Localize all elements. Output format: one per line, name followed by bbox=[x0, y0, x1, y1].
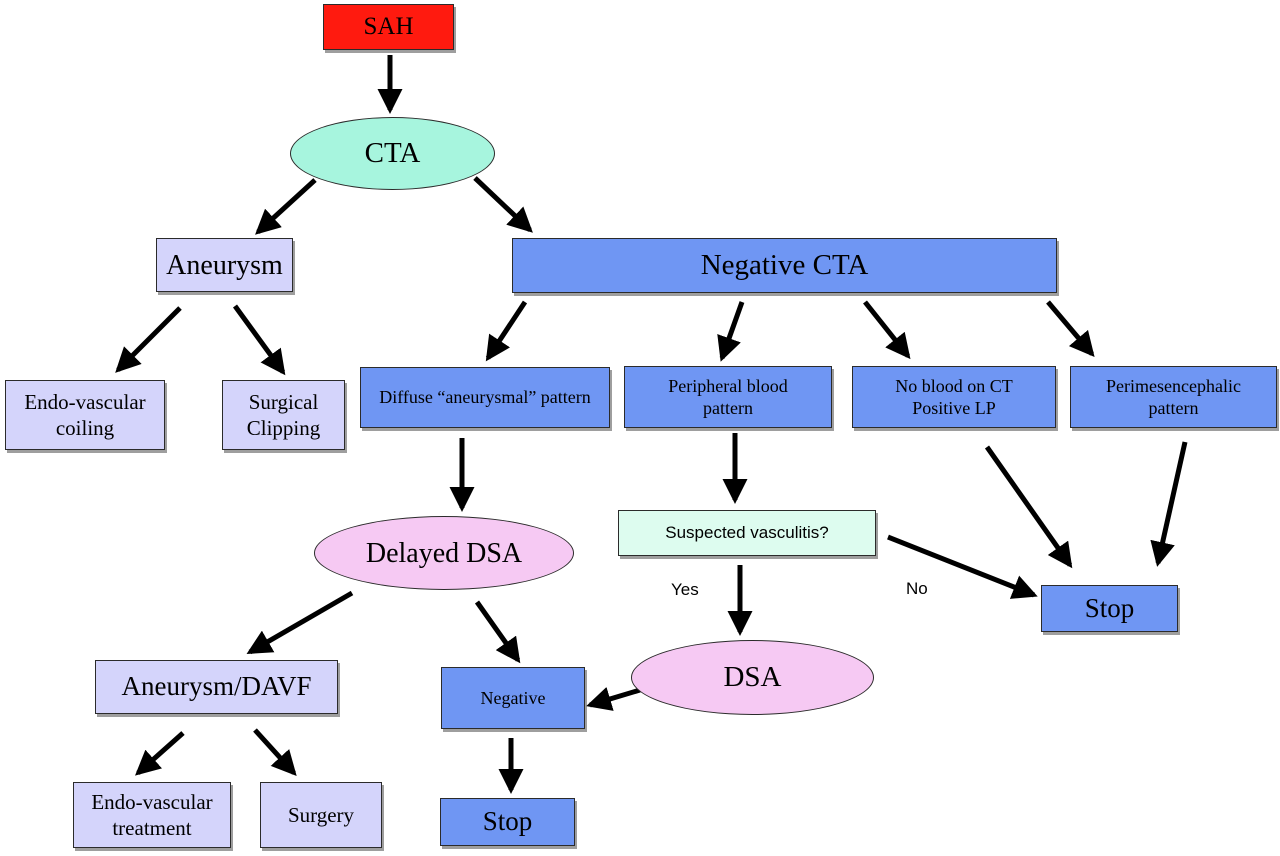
surgical-clipping-node: Surgical Clipping bbox=[222, 380, 345, 450]
negative-cta-node: Negative CTA bbox=[512, 238, 1057, 293]
perimesencephalic-pattern-node: Perimesencephalic pattern bbox=[1070, 366, 1277, 428]
endo-vascular-treatment-node: Endo-vascular treatment bbox=[73, 782, 231, 848]
arrow-perimesencephalic-to-stop bbox=[1150, 441, 1188, 567]
diffuse-pattern-node: Diffuse “aneurysmal” pattern bbox=[360, 367, 610, 428]
arrow-aneurysm-davf-to-surgery bbox=[253, 728, 297, 776]
arrow-aneurysm-to-coiling bbox=[115, 306, 182, 373]
sah-node: SAH bbox=[323, 4, 454, 50]
aneurysm-node: Aneurysm bbox=[156, 238, 293, 292]
surgery-node: Surgery bbox=[260, 782, 382, 848]
endo-vascular-coiling-node: Endo-vascular coiling bbox=[5, 380, 165, 450]
yes-label: Yes bbox=[671, 580, 699, 599]
stop-right-node: Stop bbox=[1041, 585, 1178, 632]
arrow-negative-cta-to-peripheral bbox=[717, 301, 745, 362]
arrow-aneurysm-to-clipping bbox=[232, 304, 286, 376]
arrow-vasculitis-to-stop-no bbox=[887, 534, 1038, 599]
arrow-negative-cta-to-diffuse bbox=[485, 300, 528, 362]
cta-node: CTA bbox=[290, 117, 495, 190]
arrow-cta-to-aneurysm bbox=[255, 178, 317, 235]
dsa-node: DSA bbox=[631, 640, 874, 715]
negative-node: Negative bbox=[441, 667, 585, 729]
delayed-dsa-node: Delayed DSA bbox=[314, 516, 574, 590]
arrow-cta-to-negative-cta bbox=[473, 176, 533, 233]
arrow-no-blood-to-stop bbox=[984, 445, 1073, 569]
peripheral-blood-pattern-node: Peripheral blood pattern bbox=[624, 366, 832, 428]
arrow-delayed-dsa-to-negative bbox=[474, 600, 521, 664]
stop-bottom-node: Stop bbox=[440, 798, 575, 846]
no-blood-positive-lp-node: No blood on CT Positive LP bbox=[852, 366, 1056, 428]
arrow-delayed-dsa-to-aneurysm-davf bbox=[246, 590, 354, 655]
arrow-dsa-to-negative bbox=[586, 686, 641, 711]
suspected-vasculitis-node: Suspected vasculitis? bbox=[618, 510, 876, 556]
aneurysm-davf-node: Aneurysm/DAVF bbox=[95, 660, 338, 714]
arrow-negative-cta-to-no-blood bbox=[863, 300, 911, 360]
arrow-negative-cta-to-perimesencephalic bbox=[1046, 300, 1095, 358]
no-label: No bbox=[906, 579, 928, 598]
arrow-aneurysm-davf-to-endo-treatment bbox=[135, 731, 185, 776]
